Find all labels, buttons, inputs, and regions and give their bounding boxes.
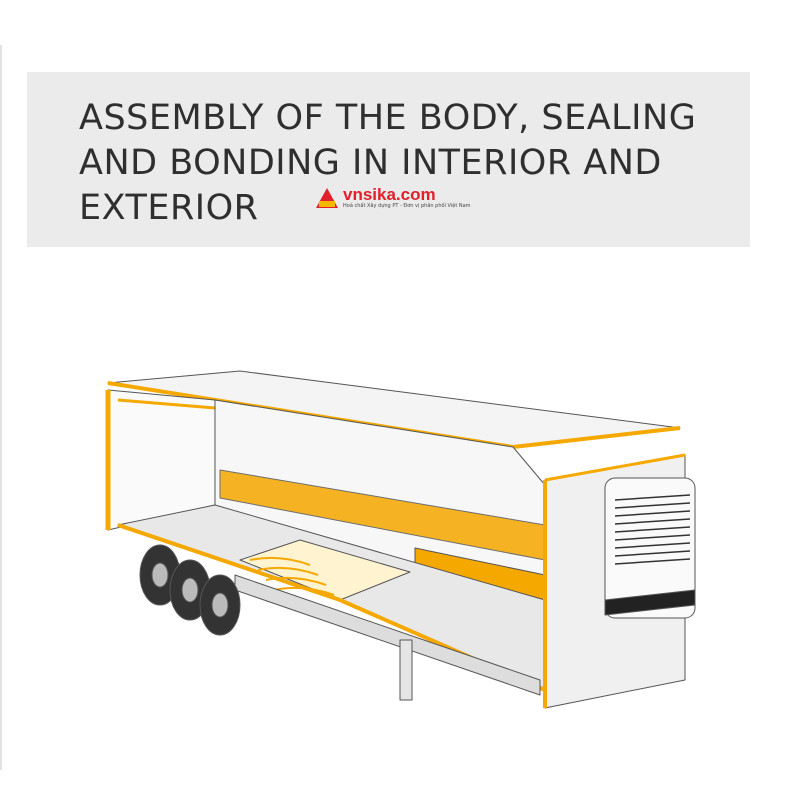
title-line-2: AND BONDING IN INTERIOR AND: [79, 143, 662, 183]
watermark-name: vnsika.com: [343, 185, 436, 204]
watermark-tagline: Hoá chất Xây dựng PT - Đơn vị phân phối …: [343, 203, 471, 209]
wheels: [139, 544, 241, 636]
sika-logo-icon: [316, 187, 338, 208]
title-banner: ASSEMBLY OF THE BODY, SEALING AND BONDIN…: [27, 72, 750, 247]
page-edge: [0, 45, 2, 770]
vnsika-watermark: vnsika.com Hoá chất Xây dựng PT - Đơn vị…: [315, 186, 471, 209]
page-title: ASSEMBLY OF THE BODY, SEALING AND BONDIN…: [79, 96, 696, 231]
landing-gear: [399, 639, 413, 701]
refrigeration-unit: [604, 477, 696, 619]
title-line-1: ASSEMBLY OF THE BODY, SEALING: [79, 98, 697, 138]
title-line-3: EXTERIOR: [79, 188, 259, 228]
